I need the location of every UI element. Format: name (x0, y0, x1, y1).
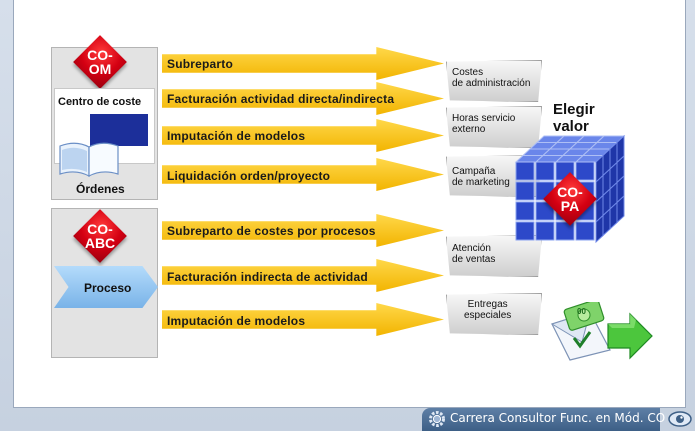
gear-icon (429, 411, 445, 427)
open-book-icon (59, 142, 119, 178)
money-envelope-icon (550, 302, 653, 361)
co-abc-seal: CO- ABC (72, 208, 128, 264)
cost-center-blue-block (90, 114, 148, 146)
data-cube-icon (514, 134, 626, 244)
co-pa-seal-line2: PA (560, 198, 580, 214)
co-om-seal-line2: OM (88, 61, 112, 77)
footer-course-label: Carrera Consultor Func. en Mód. CO (450, 411, 666, 425)
elegir-valor-line1: Elegir (553, 101, 595, 118)
eye-icon[interactable] (668, 409, 692, 429)
arrow-label-subreparto-procesos: Subreparto de costes por procesos (167, 224, 376, 238)
co-pa-seal-line1: CO- (557, 184, 583, 200)
arrow-label-facturacion-directa: Facturación actividad directa/indirecta (167, 92, 395, 106)
elegir-valor-title: Elegir valor (553, 101, 595, 135)
arrow-label-imputacion-modelos-1: Imputación de modelos (167, 129, 306, 143)
arrow-label-liquidacion: Liquidación orden/proyecto (167, 169, 331, 183)
process-label: Proceso (84, 281, 132, 295)
money-badge: 00 (577, 307, 586, 316)
process-chevron (54, 266, 158, 308)
arrow-label-imputacion-modelos-2: Imputación de modelos (167, 314, 306, 328)
co-abc-seal-line1: CO- (87, 221, 113, 237)
arrow-label-subreparto: Subreparto (167, 57, 234, 71)
footer-bar (422, 408, 660, 431)
elegir-valor-line2: valor (553, 118, 589, 135)
arrow-label-facturacion-indirecta: Facturación indirecta de actividad (167, 270, 368, 284)
orders-label: Órdenes (76, 182, 125, 196)
co-pa-seal: CO- PA (542, 171, 598, 227)
co-om-seal: CO- OM (72, 34, 128, 90)
co-om-seal-line1: CO- (87, 47, 113, 63)
co-abc-seal-line2: ABC (84, 235, 116, 251)
cost-center-label: Centro de coste (58, 96, 142, 108)
